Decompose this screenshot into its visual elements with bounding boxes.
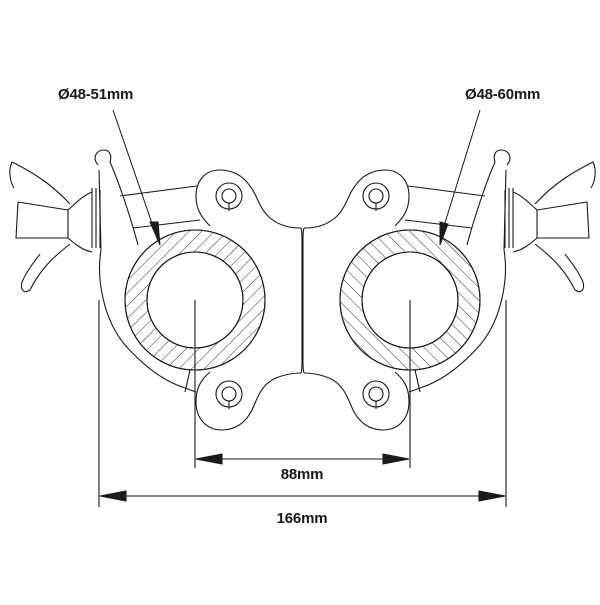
left-leader-arrowhead: [149, 221, 161, 246]
right-leader-line: [443, 109, 481, 227]
bolt-holes: [215, 182, 390, 409]
leader-lines: [112, 109, 481, 246]
overall-width-label: 166mm: [276, 510, 328, 527]
left-diameter-label: Ø48-51mm: [58, 86, 134, 103]
left-leader-line: [112, 109, 156, 233]
dimension-lines: [98, 300, 507, 507]
left-tube-section: [124, 229, 266, 371]
left-clamp: [9, 149, 201, 393]
right-clamp: [404, 149, 596, 393]
right-diameter-label: Ø48-60mm: [465, 86, 541, 103]
center-distance-label: 88mm: [280, 466, 324, 483]
center-plate: [195, 169, 410, 431]
right-leader-arrowhead: [439, 221, 449, 246]
right-tube-section: [339, 229, 481, 371]
